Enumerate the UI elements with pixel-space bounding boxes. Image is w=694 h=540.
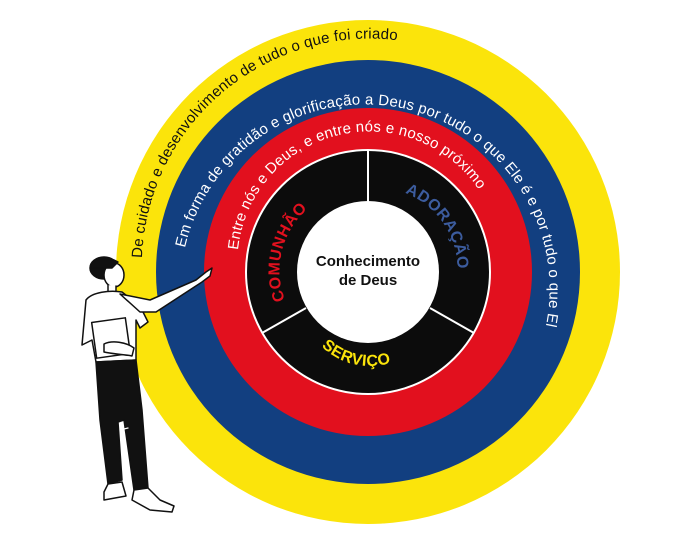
person-presenting-icon xyxy=(81,256,213,513)
person-hand xyxy=(103,341,135,357)
center-label-line1: Conhecimento xyxy=(316,253,420,270)
person-pants xyxy=(95,359,149,491)
person-arm xyxy=(119,267,213,313)
person-knee-mark xyxy=(119,427,129,431)
center-circle xyxy=(297,201,439,343)
person-shoe-right xyxy=(131,487,175,513)
person-shoe-left xyxy=(103,481,127,501)
white-ring-border xyxy=(245,149,491,395)
segment-dividers xyxy=(261,150,475,334)
person-hair-top xyxy=(91,257,119,269)
center-label-line2: de Deus xyxy=(339,272,397,289)
